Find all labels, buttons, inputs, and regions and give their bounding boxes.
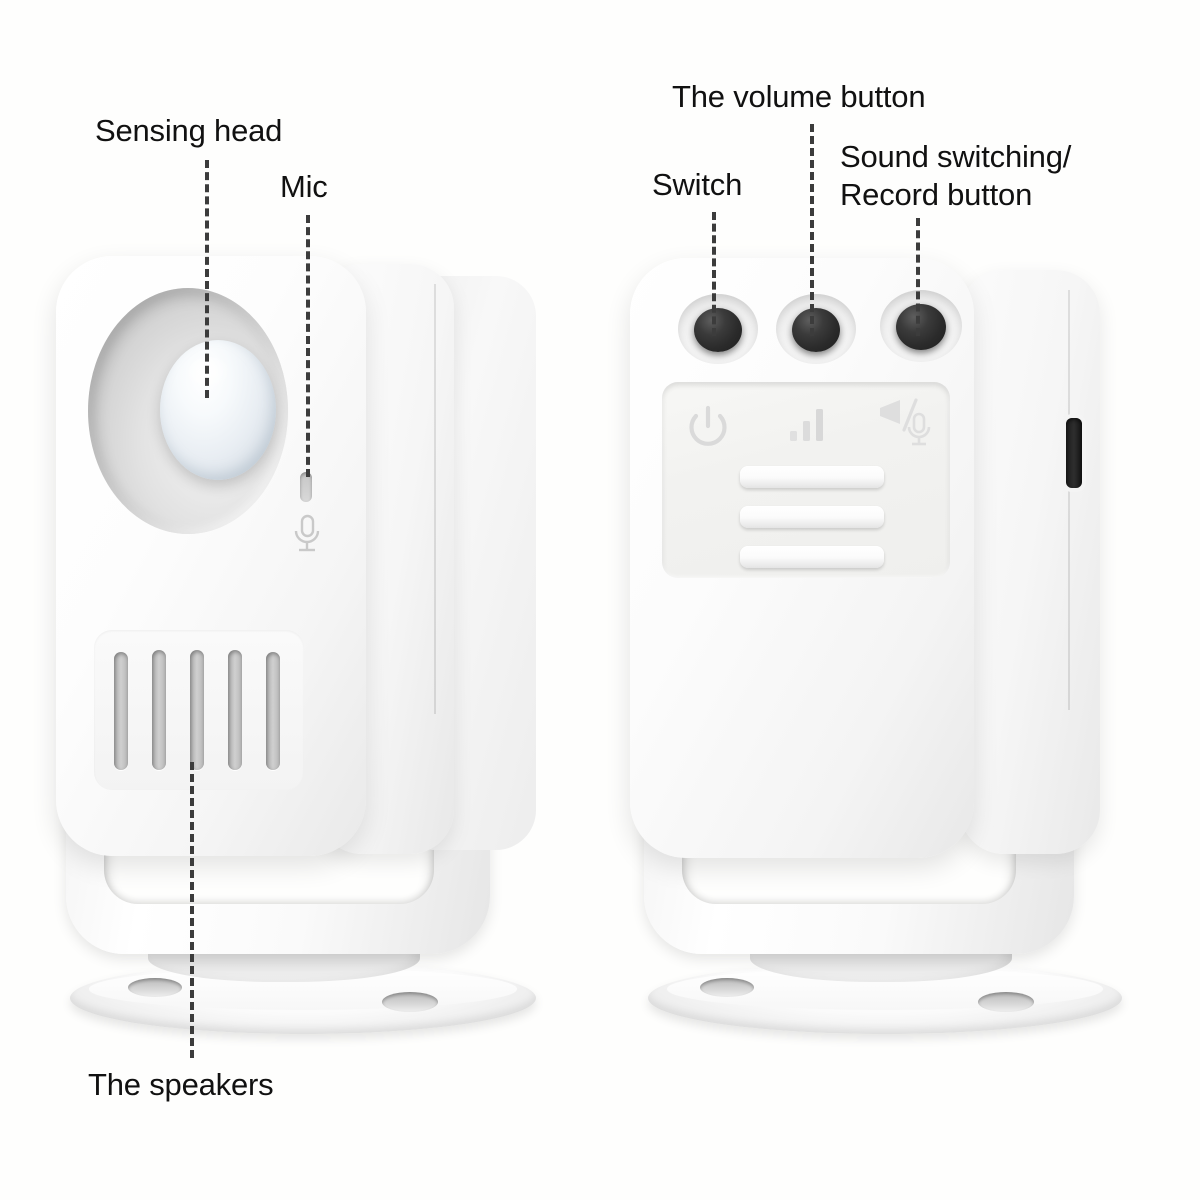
label-mic: Mic [280, 169, 328, 204]
speaker-slot [266, 652, 280, 770]
panel-ridge [740, 546, 884, 568]
label-sensing-head: Sensing head [95, 113, 283, 148]
switch-button[interactable] [694, 308, 742, 352]
leader-speakers [190, 762, 194, 1058]
screw-hole-left-b [382, 992, 438, 1012]
leader-mic [306, 215, 310, 477]
leader-switch [712, 212, 716, 336]
device-right-side-slab [960, 270, 1100, 854]
device-left-seam [434, 284, 436, 714]
leader-sensing-head [205, 160, 209, 398]
screw-hole-right-a [700, 978, 754, 997]
mic-icon [294, 514, 320, 552]
leader-volume [810, 124, 814, 336]
device-back-view [600, 0, 1180, 1060]
speaker-slot [228, 650, 242, 770]
volume-button[interactable] [792, 308, 840, 352]
speaker-slot [190, 650, 204, 770]
power-icon [689, 405, 727, 446]
usb-c-port[interactable] [1066, 418, 1082, 488]
record-button[interactable] [896, 304, 946, 350]
mic-slot [300, 472, 312, 502]
label-volume-button: The volume button [672, 79, 926, 114]
speaker-slash-mic-icon [880, 398, 931, 446]
speaker-slot [114, 652, 128, 770]
device-right-seam [1068, 290, 1070, 710]
leader-record [916, 218, 920, 336]
label-the-speakers: The speakers [88, 1067, 274, 1102]
panel-ridge [740, 466, 884, 488]
label-sound-switching-record-button: Sound switching/ Record button [840, 139, 1072, 212]
device-front-view [0, 0, 560, 1060]
panel-ridge [740, 506, 884, 528]
screw-hole-right-b [978, 992, 1034, 1012]
volume-bars-icon [790, 409, 823, 441]
speaker-slot [152, 650, 166, 770]
pir-sensor-dome [160, 340, 276, 480]
label-switch: Switch [652, 167, 743, 202]
screw-hole-left-a [128, 978, 182, 997]
